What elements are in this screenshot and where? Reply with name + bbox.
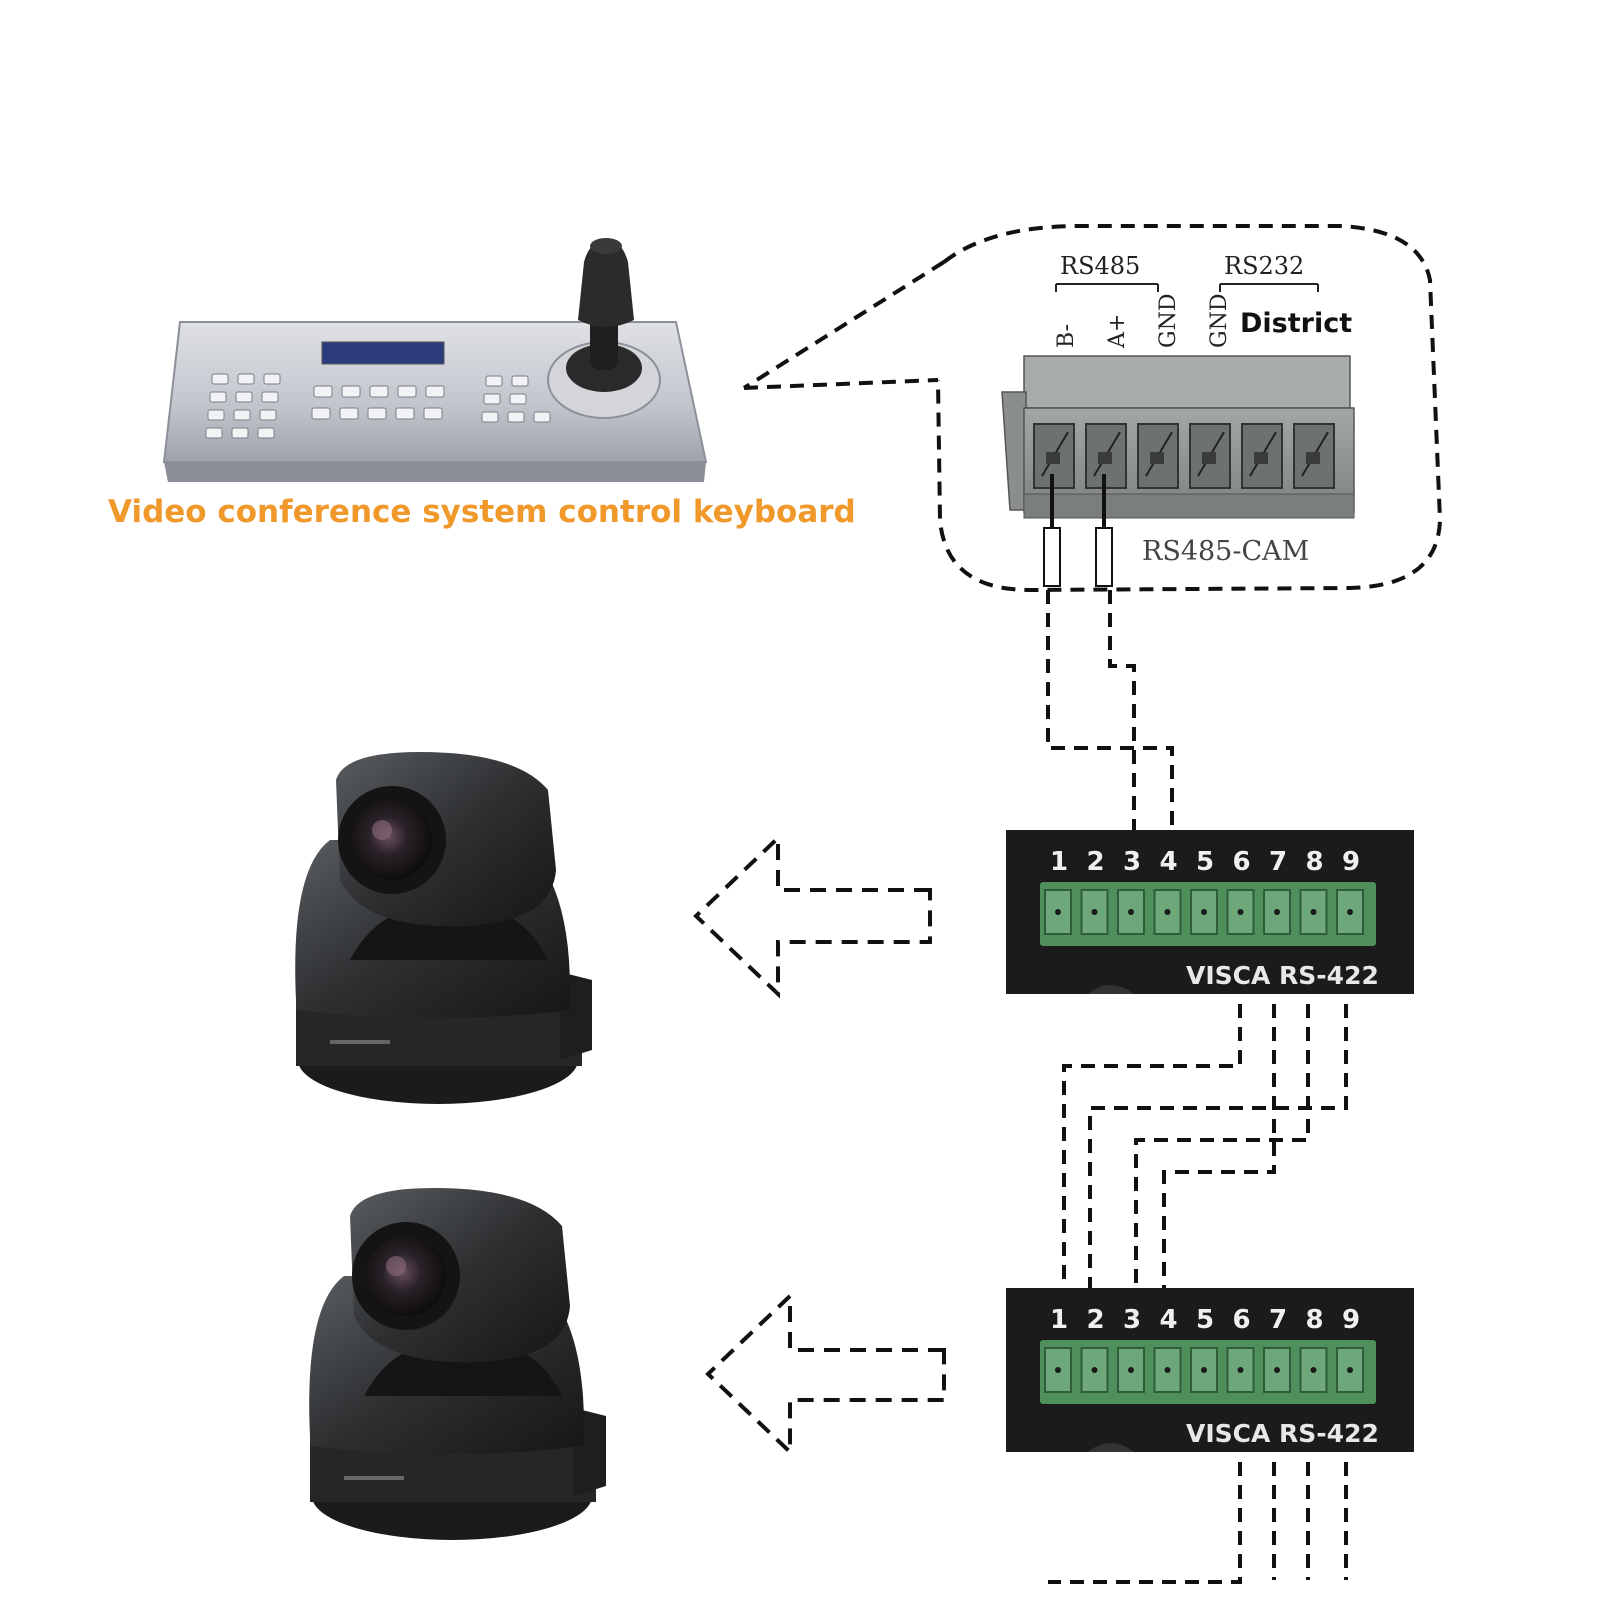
connector-hole: [1088, 1443, 1134, 1452]
pin-socket: [1117, 1347, 1145, 1393]
pin-contact: [1201, 909, 1207, 915]
pin-number: 3: [1123, 847, 1141, 877]
pin-contact: [1164, 1367, 1171, 1373]
cable-keyboard-to-camera1: [1046, 590, 1174, 836]
terminal-slot: [1241, 423, 1283, 489]
cable-camera2-out: [1048, 1462, 1348, 1584]
port-1-label: VISCA RS-422: [1186, 961, 1379, 990]
pin-contact: [1164, 909, 1171, 915]
pin-socket: [1190, 1347, 1218, 1393]
district-label: District: [1240, 308, 1352, 339]
pin-number: 7: [1269, 1305, 1287, 1335]
pin-contact: [1237, 909, 1244, 915]
pin-contact: [1310, 909, 1317, 915]
rs232-label: RS232: [1224, 252, 1304, 280]
pin-number: 4: [1160, 847, 1178, 877]
pin-number: 9: [1342, 1305, 1360, 1335]
pin-contact: [1201, 1367, 1207, 1373]
pin-label-gnd-1: GND: [1156, 294, 1181, 348]
pin-label-gnd-2: GND: [1207, 294, 1232, 348]
pin-contact: [1274, 909, 1280, 915]
pin-contact: [1347, 1367, 1353, 1373]
wire-ferrules: [1043, 527, 1113, 587]
pin-number: 8: [1306, 847, 1324, 877]
keypad-right: [481, 375, 551, 423]
joystick: [547, 238, 661, 419]
arrow-to-camera-1: [693, 833, 932, 999]
port-2-label: VISCA RS-422: [1186, 1419, 1379, 1448]
keypad-middle: [311, 385, 445, 420]
rs485-cam-label: RS485-CAM: [1142, 536, 1309, 567]
pin-number: 1: [1050, 847, 1068, 877]
pin-contact: [1274, 1367, 1280, 1373]
pin-contact: [1055, 1367, 1061, 1373]
pin-contact: [1128, 1367, 1134, 1373]
arrow-to-camera-2: [705, 1291, 946, 1457]
pin-number: 9: [1342, 847, 1360, 877]
pin-number: 2: [1087, 847, 1105, 877]
cable-camera1-to-camera2: [1062, 1004, 1348, 1346]
terminal-slot: [1137, 423, 1179, 489]
pin-contact: [1091, 1367, 1098, 1373]
pin-number: 5: [1196, 847, 1214, 877]
pin-number: 6: [1233, 1305, 1251, 1335]
pin-number: 4: [1160, 1305, 1178, 1335]
pin-label-b-minus: B-: [1054, 324, 1079, 348]
pin-number: 7: [1269, 847, 1287, 877]
rs485-terminal-block: RS485 RS232 B- A+ GND GND District RS485…: [1001, 252, 1355, 587]
callout-bubble: [742, 224, 1443, 593]
lcd-screen: [321, 341, 445, 365]
pin-contact: [1237, 1367, 1244, 1373]
control-keyboard-image: [162, 238, 708, 482]
pin-contact: [1055, 909, 1061, 915]
terminal-slot: [1189, 423, 1231, 489]
ptz-camera-1: [295, 752, 592, 1104]
terminal-slot: [1293, 423, 1335, 489]
keypad-left: [205, 373, 281, 439]
connector-hole: [1088, 985, 1134, 994]
pin-number: 5: [1196, 1305, 1214, 1335]
pin-label-a-plus: A+: [1105, 314, 1130, 349]
pin-contact: [1310, 1367, 1317, 1373]
pin-contact: [1347, 909, 1353, 915]
pin-number: 8: [1306, 1305, 1324, 1335]
ptz-camera-2: [309, 1188, 606, 1540]
pin-number: 1: [1050, 1305, 1068, 1335]
pin-contact: [1091, 909, 1098, 915]
pin-number: 2: [1087, 1305, 1105, 1335]
rs485-label: RS485: [1060, 252, 1140, 280]
pin-number: 3: [1123, 1305, 1141, 1335]
pin-number: 6: [1233, 847, 1251, 877]
keyboard-caption: Video conference system control keyboard: [108, 494, 856, 530]
pin-contact: [1128, 909, 1134, 915]
